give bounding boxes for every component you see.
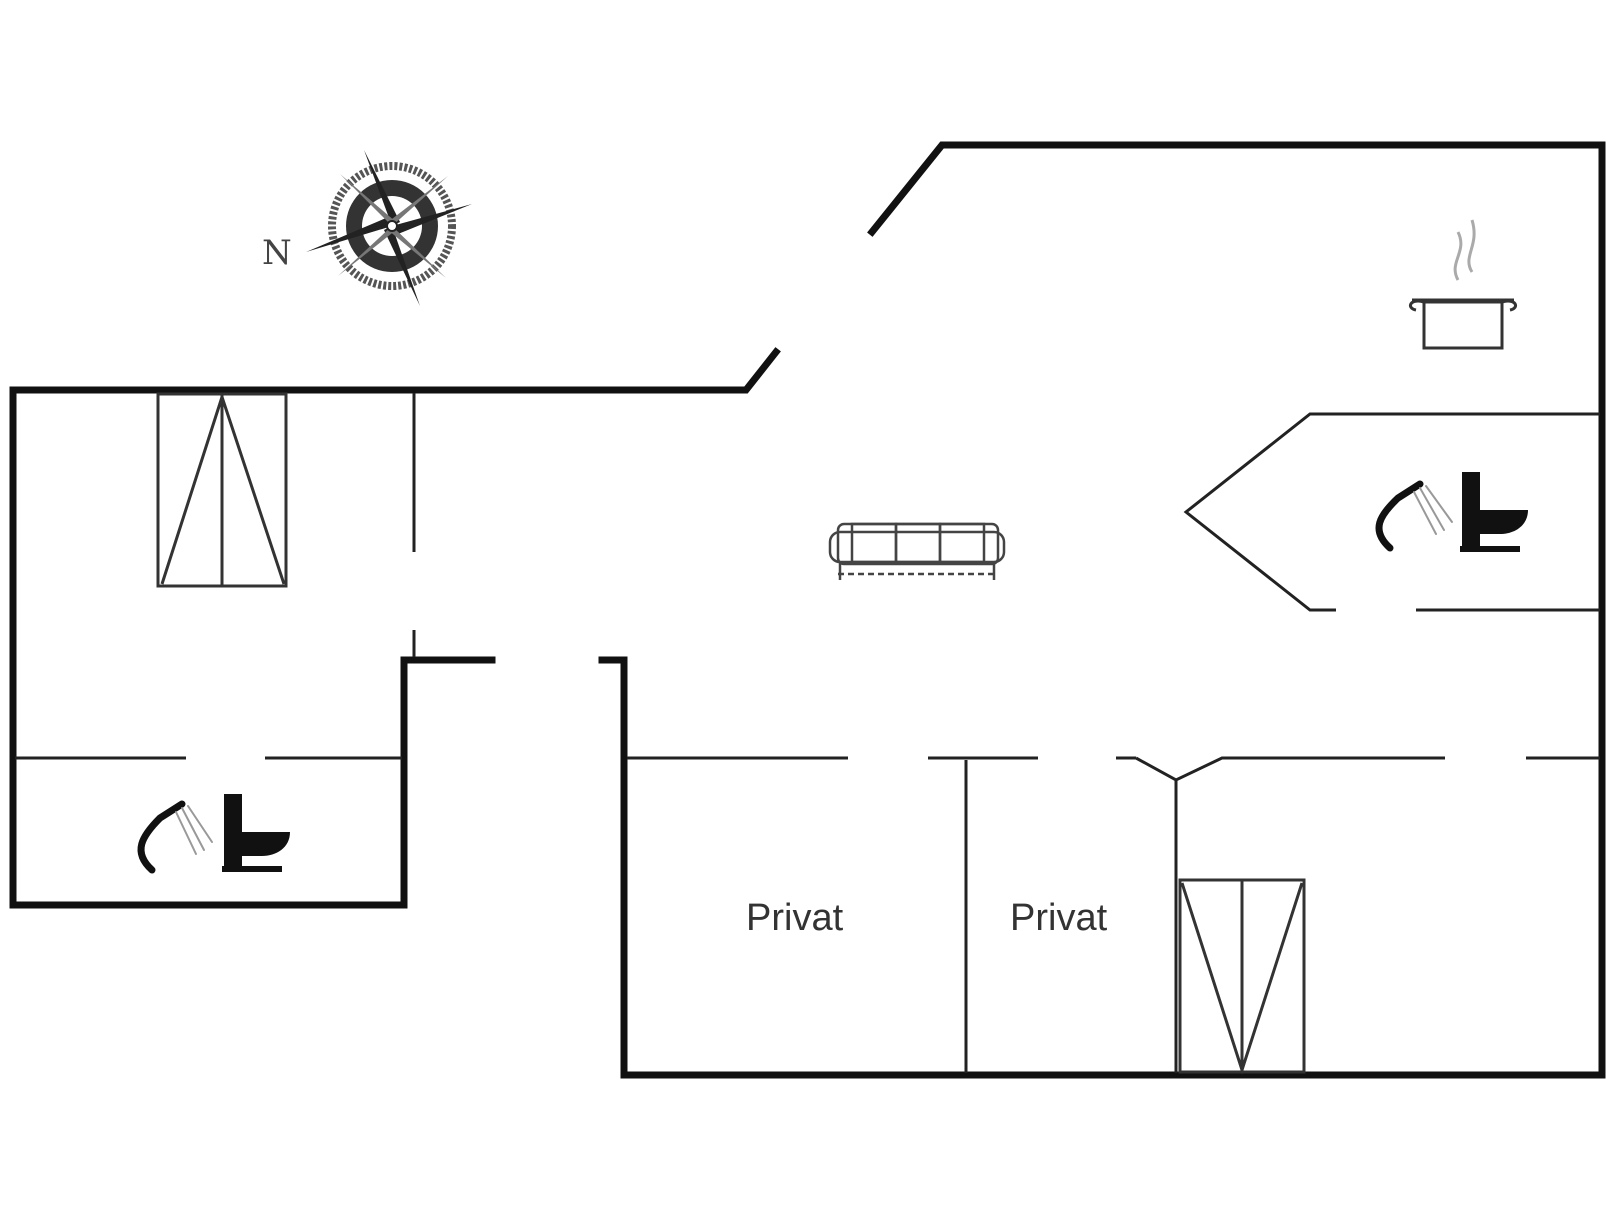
shower-icon xyxy=(137,800,213,874)
kitchen-pot-icon xyxy=(1409,219,1517,350)
compass-north-label: N xyxy=(262,233,292,273)
bunk-bed-icon xyxy=(156,392,288,588)
sofa-icon xyxy=(828,522,1006,580)
bunk-bed-icon xyxy=(1178,878,1306,1075)
bunk-bed-lines xyxy=(1180,882,1304,1075)
bunk-bed-lines xyxy=(160,392,286,585)
toilet-icon xyxy=(222,794,290,872)
bath-right-wall xyxy=(1183,412,1600,612)
compass-rose-icon xyxy=(306,150,472,306)
toilet-icon xyxy=(1460,472,1528,552)
room-label-bedroom-left: Privat xyxy=(746,897,844,939)
walls xyxy=(9,141,1606,1079)
interior-walls xyxy=(15,393,1600,1073)
wall-top-right xyxy=(598,141,1606,1079)
bedroom-wall-d xyxy=(1135,756,1445,782)
wall-entrance xyxy=(9,347,781,909)
shower-icon xyxy=(1375,480,1453,552)
room-label-bedroom-right: Privat xyxy=(1010,897,1108,939)
